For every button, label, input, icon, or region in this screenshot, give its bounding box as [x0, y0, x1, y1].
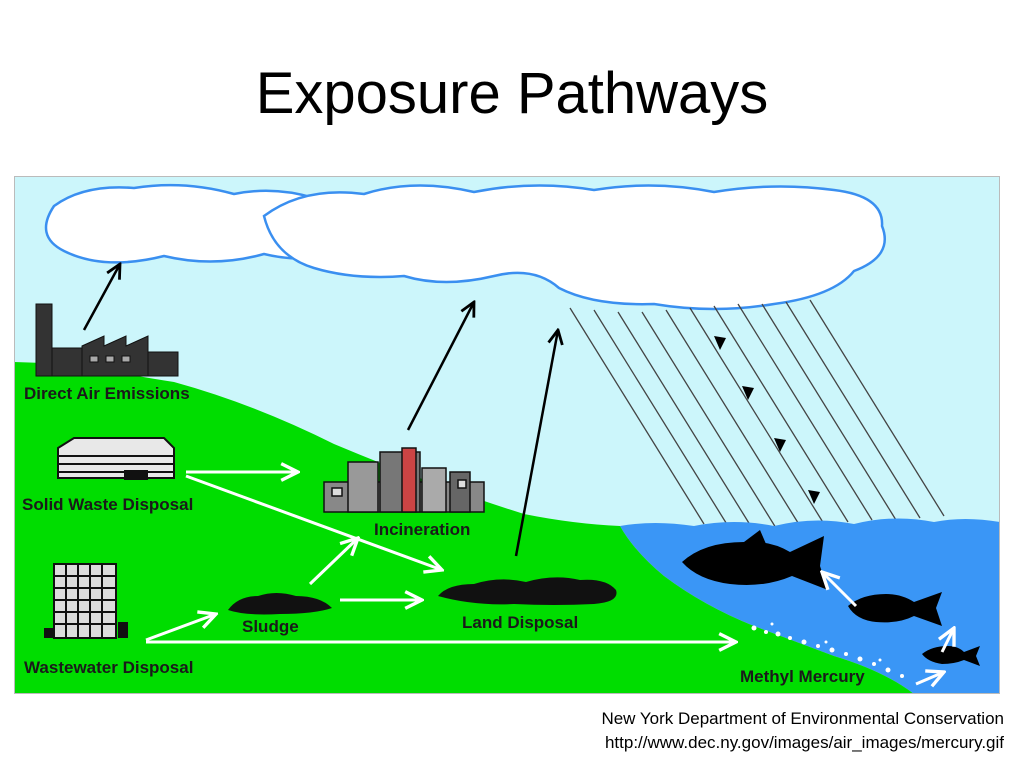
incinerator-icon: [323, 447, 485, 513]
label-incineration: Incineration: [374, 520, 470, 539]
rain: [569, 299, 945, 529]
cloud: [44, 183, 887, 311]
slide-title: Exposure Pathways: [255, 61, 769, 126]
caption-url[interactable]: http://www.dec.ny.gov/images/air_images/…: [604, 733, 1004, 752]
office-building-icon: [44, 563, 128, 639]
deposition-arrows: [714, 336, 820, 504]
label-solid-waste-disposal: Solid Waste Disposal: [22, 495, 193, 514]
label-land-disposal: Land Disposal: [462, 613, 578, 632]
exposure-pathways-diagram: Direct Air Emissions Solid Waste Disposa…: [14, 176, 1000, 694]
sludge-pile: [228, 593, 332, 615]
label-sludge: Sludge: [242, 617, 299, 636]
factory-icon: [35, 303, 179, 377]
fish-icon: [682, 530, 980, 666]
label-direct-air-emissions: Direct Air Emissions: [24, 384, 190, 403]
source-caption: New York Department of Environmental Con…: [601, 707, 1004, 755]
label-wastewater-disposal: Wastewater Disposal: [24, 658, 193, 677]
label-methyl-mercury: Methyl Mercury: [740, 667, 865, 686]
atmosphere-arrows: [82, 264, 558, 557]
mercury-dots: [751, 622, 904, 678]
caption-organization: New York Department of Environmental Con…: [601, 709, 1004, 728]
pathway-arrows: [145, 472, 954, 684]
warehouse-icon: [57, 437, 175, 480]
land-disposal-pile: [438, 577, 617, 605]
